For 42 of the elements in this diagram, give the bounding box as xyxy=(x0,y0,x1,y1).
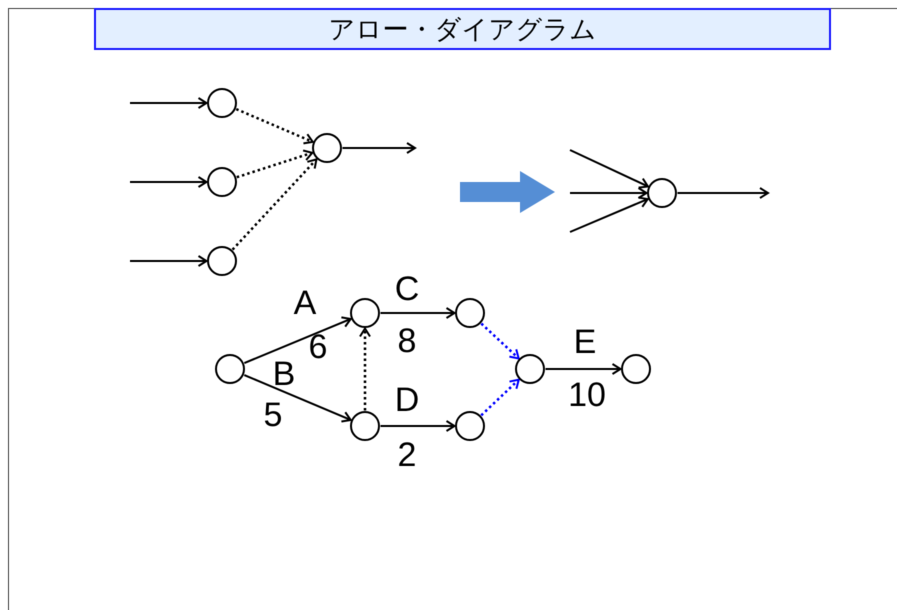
arrow xyxy=(236,108,314,144)
event-node xyxy=(206,166,236,196)
duration-label: 6 xyxy=(308,330,328,364)
edge-label: C xyxy=(394,272,420,306)
event-node xyxy=(350,410,380,440)
arrow xyxy=(570,149,649,189)
arrow xyxy=(359,328,371,410)
event-node xyxy=(454,298,484,328)
arrow xyxy=(130,97,208,109)
arrow xyxy=(480,378,520,416)
event-node xyxy=(206,88,236,118)
edge-label: A xyxy=(294,286,316,320)
event-node xyxy=(214,354,244,384)
arrow xyxy=(232,158,318,250)
event-node xyxy=(312,132,342,162)
duration-label: 10 xyxy=(568,378,606,412)
event-node xyxy=(514,354,544,384)
edge-label: E xyxy=(574,325,596,359)
arrow xyxy=(130,176,208,188)
arrow xyxy=(236,149,314,178)
event-node xyxy=(454,410,484,440)
duration-label: 8 xyxy=(398,324,416,358)
arrow xyxy=(342,142,416,154)
arrow xyxy=(244,374,352,422)
arrow xyxy=(244,316,352,364)
arrow xyxy=(546,363,622,375)
edge-label: D xyxy=(394,383,420,417)
duration-label: 5 xyxy=(264,398,282,432)
edge-label: B xyxy=(272,357,296,391)
arrow xyxy=(678,187,769,199)
duration-label: 2 xyxy=(398,438,416,472)
arrow xyxy=(570,196,649,233)
arrow xyxy=(570,187,648,199)
event-node xyxy=(646,178,676,208)
event-node xyxy=(350,298,380,328)
arrow xyxy=(380,420,456,432)
arrow xyxy=(130,255,208,267)
title-banner: アロー・ダイアグラム xyxy=(94,8,831,50)
event-node xyxy=(206,246,236,276)
event-node xyxy=(620,354,650,384)
arrow xyxy=(480,322,520,360)
arrow xyxy=(380,307,456,319)
